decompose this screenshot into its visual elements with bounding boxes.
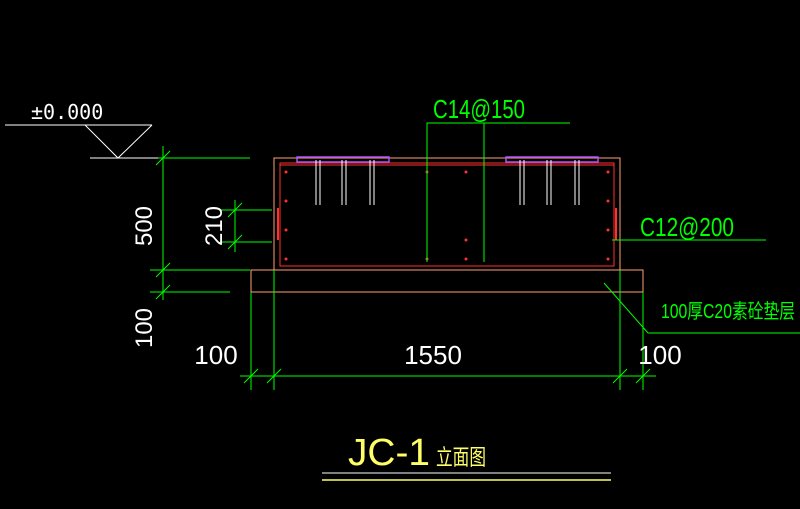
level-triangle — [84, 124, 153, 159]
concrete-bedding-layer — [250, 269, 644, 293]
anchor-group-right — [505, 156, 599, 205]
bedding-leader — [603, 282, 800, 334]
horizontal-dimension-chain — [240, 270, 656, 390]
drawing-title: JC-1 立面图 — [322, 432, 611, 481]
dim-height-total: 500 — [131, 206, 158, 246]
anchor-plate — [296, 156, 390, 163]
title-subtitle: 立面图 — [436, 445, 486, 470]
dim-tick — [243, 368, 259, 384]
ground-level-marker: ±0.000 — [5, 100, 248, 159]
top-rebar-annotation: C14@150 — [433, 94, 525, 124]
side-rebar-annotation: C12@200 — [640, 212, 734, 242]
dim-tick — [635, 368, 651, 384]
dim-width-main: 1550 — [404, 340, 462, 370]
dim-tick — [227, 202, 243, 218]
top-rebar-leader — [426, 122, 570, 262]
dim-embed-depth: 210 — [201, 206, 228, 246]
title-code: JC-1 — [348, 432, 430, 474]
vertical-dimension-chain — [150, 146, 272, 300]
rebar-dot — [606, 257, 610, 261]
rebar-dot — [606, 199, 610, 203]
rebar-dot — [606, 170, 610, 174]
level-label: ±0.000 — [31, 100, 103, 124]
rebar-dot — [284, 170, 288, 174]
dim-left-offset: 100 — [194, 340, 237, 370]
rebar-dot — [464, 170, 468, 174]
rebar-dot — [284, 257, 288, 261]
rebar-cage — [277, 162, 617, 267]
dim-tick — [155, 150, 171, 166]
rebar-dot — [284, 199, 288, 203]
dim-right-offset: 100 — [638, 340, 681, 370]
dim-tick — [612, 368, 628, 384]
rebar-dot — [284, 228, 288, 232]
rebar-dot — [464, 257, 468, 261]
dim-tick — [266, 368, 282, 384]
footing-outline — [273, 157, 621, 271]
dim-tick — [155, 284, 171, 300]
dim-bedding-thickness: 100 — [131, 308, 158, 348]
dim-tick — [155, 262, 171, 278]
rebar-dot — [606, 228, 610, 232]
bedding-annotation: 100厚C20素砼垫层 — [661, 300, 795, 323]
dim-tick — [227, 234, 243, 250]
anchor-plate — [505, 156, 599, 163]
rebar-dot — [464, 238, 468, 242]
rebar-perimeter — [279, 162, 615, 267]
anchor-group-left — [296, 156, 390, 205]
